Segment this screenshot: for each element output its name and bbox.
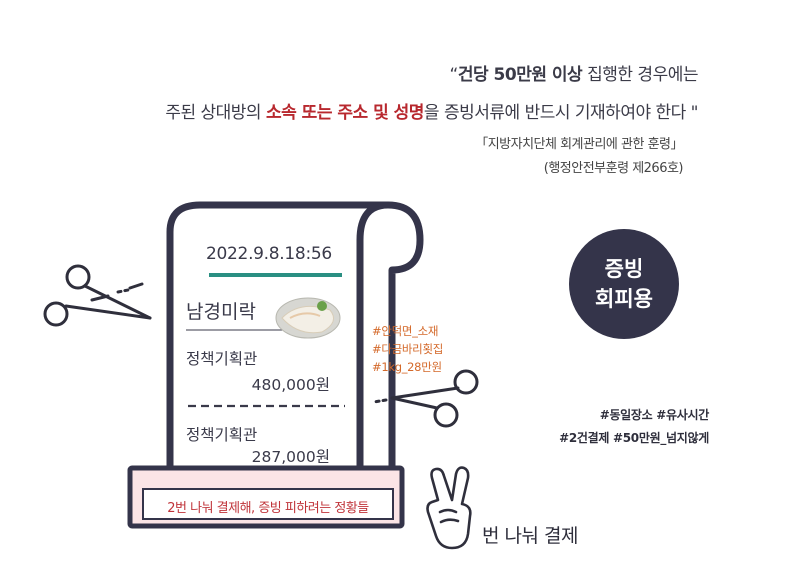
- right-hashtags: #동일장소 #유사시간 #2건결제 #50만원_넘지않게: [559, 404, 709, 450]
- receipt-scroll: [166, 201, 424, 474]
- quote-open-mark: “: [449, 65, 459, 85]
- receipt-datetime: 2022.9.8.18:56: [206, 244, 332, 264]
- quote-red-emphasis: 소속 또는 주소 및 성명: [265, 103, 424, 123]
- receipt-banner-text: 2번 나눠 결제해, 증빙 피하려는 정황들: [167, 501, 369, 516]
- hashtag-location: #안덕면_소재: [372, 324, 439, 338]
- badge-line-1: 증빙: [604, 257, 644, 281]
- scissors-icon: [43, 264, 152, 327]
- receipt-entry-amount-1: 480,000원: [251, 376, 330, 394]
- hashtag-row-1: #동일장소 #유사시간: [599, 408, 710, 422]
- quote-line-2-pre: 주된 상대방의: [165, 103, 266, 123]
- quote-line-1: “건당 50만원 이상 집행한 경우에는: [449, 60, 699, 85]
- evasion-badge: 증빙 회피용: [569, 229, 679, 339]
- scissors-icon: [372, 369, 479, 428]
- fish-dish-icon: [275, 297, 341, 339]
- source-regulation-number: (행정안전부훈령 제266호): [543, 161, 684, 176]
- split-payment-label: 번 나눠 결제: [482, 525, 578, 547]
- receipt-banner-box: [142, 488, 394, 520]
- hashtag-restaurant: #다금바리횟집: [372, 342, 444, 356]
- receipt-entry-label-2: 정책기획관: [186, 426, 258, 444]
- receipt-shop-name: 남경미락: [186, 301, 256, 323]
- quote-bold-amount: 건당 50만원 이상: [457, 65, 583, 85]
- receipt-entry-label-1: 정책기획관: [186, 350, 258, 368]
- receipt-entry-amount-2: 287,000원: [251, 448, 330, 466]
- hashtag-row-2: #2건결제 #50만원_넘지않게: [559, 431, 709, 445]
- hashtag-price: #1kg_28만원: [372, 360, 442, 374]
- quote-line-2-post: 을 증빙서류에 반드시 기재하여야 한다 ": [423, 103, 699, 123]
- source-regulation: 「지방자치단체 회계관리에 관한 훈령」: [475, 137, 683, 152]
- quote-line-1-rest: 집행한 경우에는: [582, 65, 698, 85]
- datetime-underline: [209, 273, 342, 277]
- v-sign-hand-icon: [426, 466, 472, 550]
- quote-line-2: 주된 상대방의 소속 또는 주소 및 성명을 증빙서류에 반드시 기재하여야 한…: [165, 98, 698, 123]
- badge-line-2: 회피용: [595, 287, 653, 311]
- receipt-hashtags: #안덕면_소재 #다금바리횟집 #1kg_28만원: [372, 322, 443, 376]
